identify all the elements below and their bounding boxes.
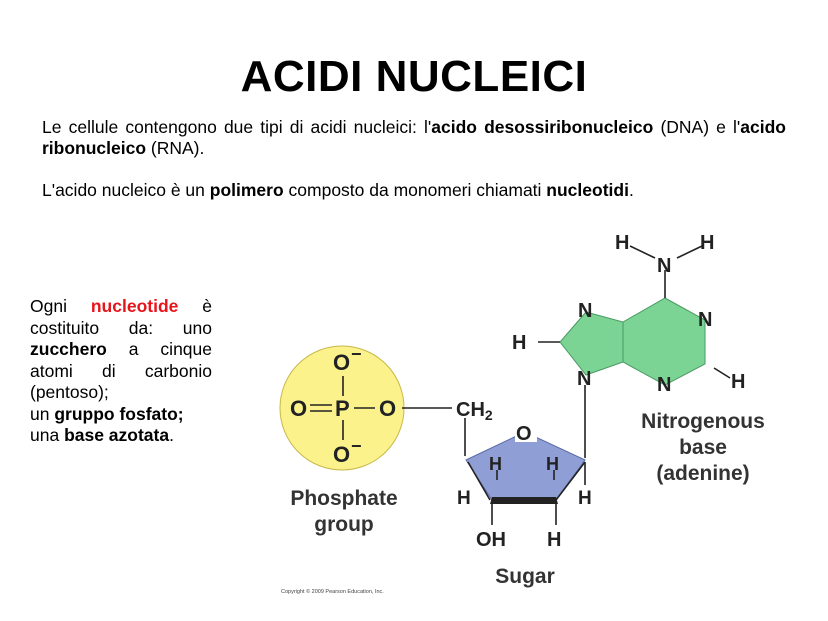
base-amino-h-right: H (700, 232, 714, 254)
phosphate-o-right: O (379, 396, 396, 421)
page-title: ACIDI NUCLEICI (240, 52, 588, 101)
base-h-right: H (731, 371, 745, 393)
phosphate-p: P (335, 396, 350, 421)
base-n-bottom: N (657, 374, 671, 396)
sugar-ring-front-edge (490, 497, 558, 504)
phosphate-o-bottom-charge: − (351, 436, 362, 456)
base-six-ring (622, 297, 706, 386)
base-label-2: base (679, 436, 727, 459)
base-h-left: H (512, 332, 526, 354)
intro-text: Le cellule contengono due tipi di acidi … (42, 117, 786, 201)
phosphate-o-left: O (290, 396, 307, 421)
sugar-h-bottom: H (547, 529, 561, 551)
base-amino-h-left: H (615, 232, 629, 254)
phosphate-group-label-1: Phosphate (290, 487, 397, 510)
sugar-label: Sugar (495, 565, 555, 588)
intro-paragraph-2: L'acido nucleico è un polimero composto … (42, 180, 634, 200)
sugar-h-inner-right: H (546, 454, 559, 474)
phosphate-group-label-2: group (314, 513, 373, 536)
base-label-3: (adenine) (656, 462, 749, 485)
sugar-ring-oxygen: O (516, 423, 532, 445)
intro-paragraph-1: Le cellule contengono due tipi di acidi … (42, 117, 786, 158)
phosphate-o-top: O (333, 350, 350, 375)
sugar-h-inner-left: H (489, 454, 502, 474)
sugar-h-left: H (457, 488, 471, 509)
base-n-top-left: N (578, 300, 592, 322)
base-label-1: Nitrogenous (641, 410, 765, 433)
nucleotide-description: Ogni nucleotide è costituito da: uno zuc… (30, 296, 212, 445)
phosphate-o-top-charge: − (351, 344, 362, 364)
sugar-oh: OH (476, 529, 506, 551)
copyright-notice: Copyright © 2009 Pearson Education, Inc. (281, 589, 384, 595)
base-n-right: N (698, 309, 712, 331)
sugar-ch2: CH2 (456, 399, 493, 423)
phosphate-o-bottom: O (333, 442, 350, 467)
sugar-h-right: H (578, 488, 592, 509)
base-n-glycosidic: N (577, 368, 591, 390)
base-five-ring (559, 311, 624, 376)
base-amino-n: N (657, 255, 671, 277)
